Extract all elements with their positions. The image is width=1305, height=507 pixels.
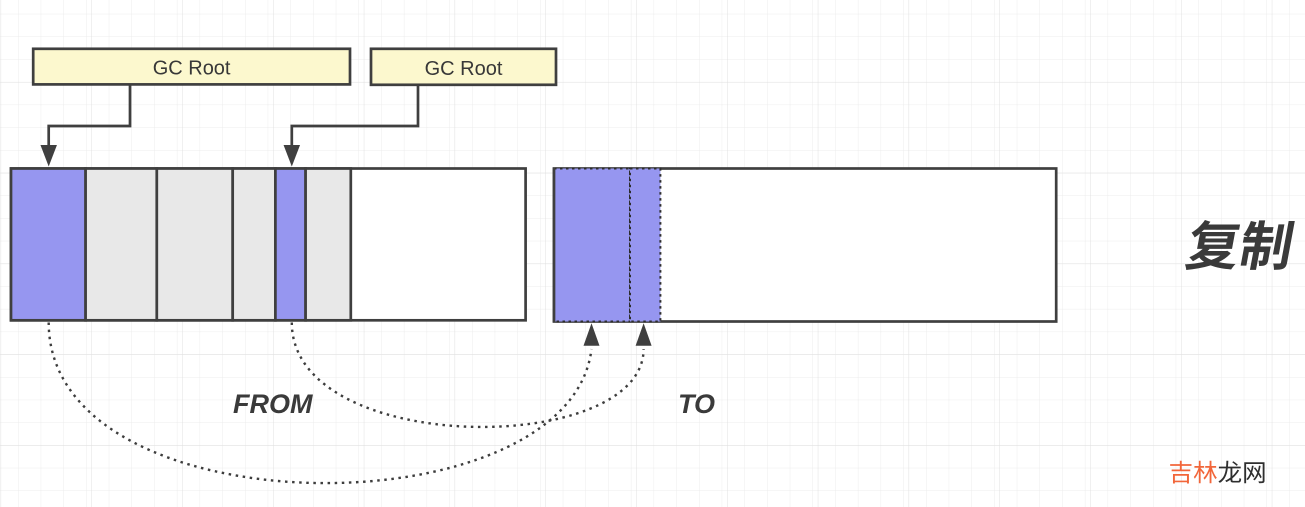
svg-text:GC Root: GC Root	[425, 58, 503, 80]
svg-text:GC Root: GC Root	[153, 58, 231, 80]
svg-text:FROM: FROM	[233, 389, 313, 419]
svg-text:TO: TO	[678, 389, 715, 419]
